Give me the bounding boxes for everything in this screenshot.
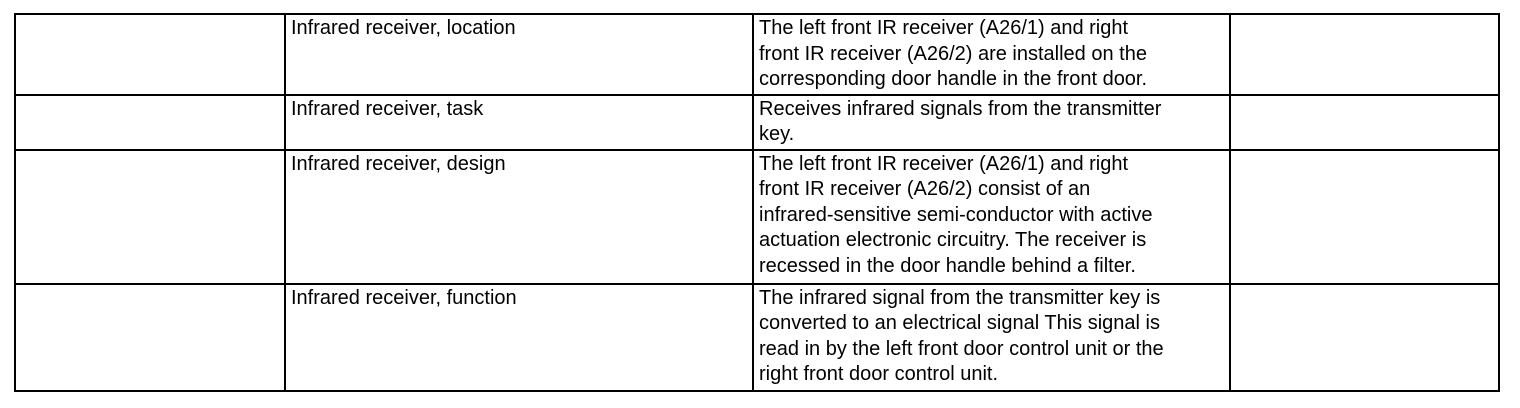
- empty-right-cell: [1229, 13, 1500, 96]
- topic-cell: Infrared receiver, task: [284, 93, 754, 151]
- topic-cell: Infrared receiver, function: [284, 282, 754, 392]
- empty-right-cell: [1229, 282, 1500, 392]
- description-cell: The left front IR receiver (A26/1) and r…: [752, 13, 1231, 96]
- table-row-design: Infrared receiver, design The left front…: [14, 148, 1500, 285]
- empty-left-cell: [14, 148, 286, 285]
- description-cell: The left front IR receiver (A26/1) and r…: [752, 148, 1231, 285]
- empty-left-cell: [14, 93, 286, 151]
- empty-right-cell: [1229, 93, 1500, 151]
- table-row-location: Infrared receiver, location The left fro…: [14, 13, 1500, 96]
- topic-cell: Infrared receiver, location: [284, 13, 754, 96]
- infrared-receiver-spec-table: Infrared receiver, location The left fro…: [14, 13, 1500, 392]
- topic-cell: Infrared receiver, design: [284, 148, 754, 285]
- description-cell: Receives infrared signals from the trans…: [752, 93, 1231, 151]
- empty-left-cell: [14, 282, 286, 392]
- empty-left-cell: [14, 13, 286, 96]
- table-row-task: Infrared receiver, task Receives infrare…: [14, 93, 1500, 151]
- description-cell: The infrared signal from the transmitter…: [752, 282, 1231, 392]
- document-page: Infrared receiver, location The left fro…: [0, 13, 1520, 408]
- table-row-function: Infrared receiver, function The infrared…: [14, 282, 1500, 392]
- empty-right-cell: [1229, 148, 1500, 285]
